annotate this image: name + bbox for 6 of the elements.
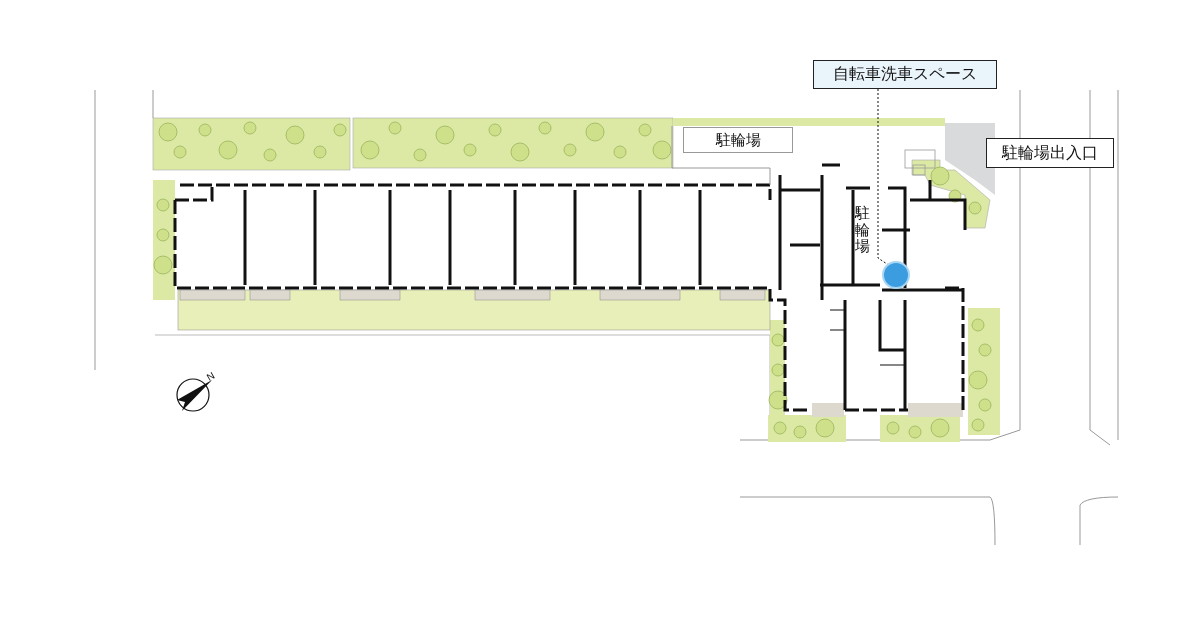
label-box: 駐輪場出入口 [986, 138, 1114, 168]
parking-label: 駐輪場 [855, 205, 870, 255]
label-box: 駐輪場 [683, 127, 793, 153]
washing-spot-marker [884, 263, 908, 287]
north-letter: N [204, 369, 217, 384]
label-box: 自転車洗車スペース [813, 60, 997, 89]
